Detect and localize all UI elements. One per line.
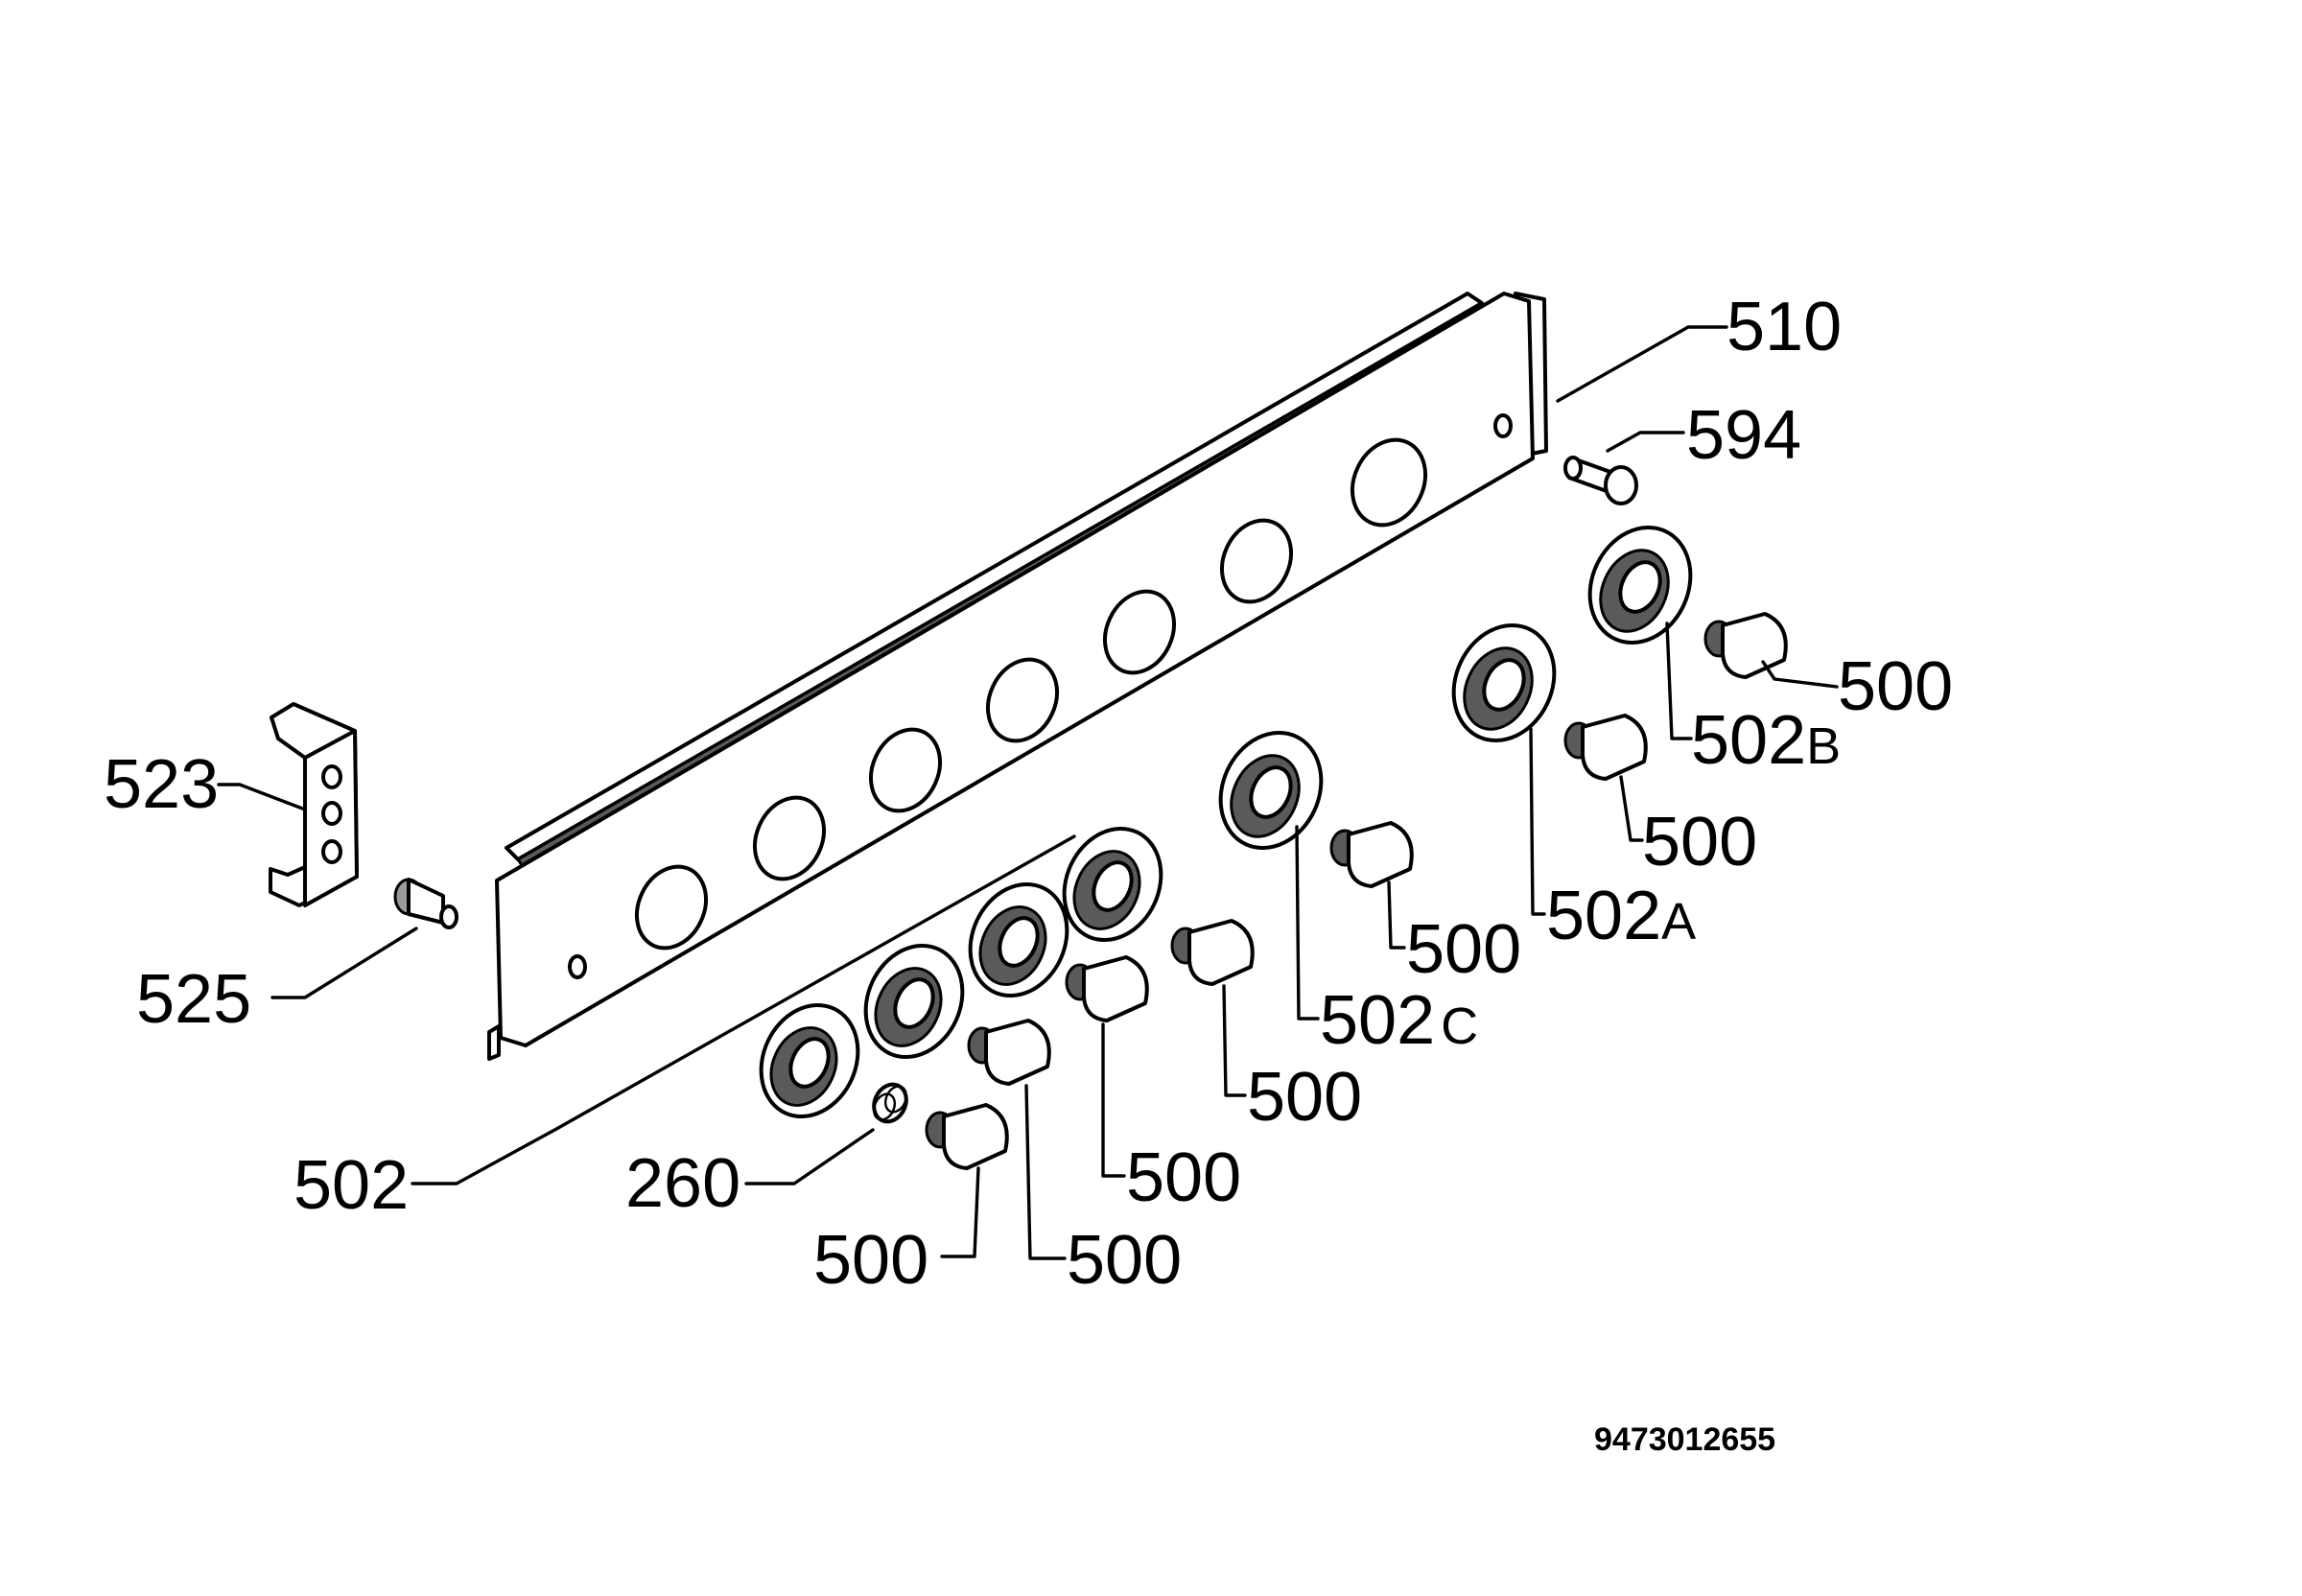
bezel-2 [863, 943, 965, 1060]
label-500-c: 500 [1406, 911, 1521, 988]
bezel-502c [1218, 730, 1324, 851]
bezels-502 [759, 525, 1693, 1119]
label-500-a: 500 [1838, 648, 1953, 725]
document-id: 9473012655 [1594, 1421, 1775, 1458]
leader-lines [217, 325, 1839, 1260]
bezel-502a [1451, 622, 1557, 743]
label-510: 510 [1726, 289, 1842, 365]
knob-g [925, 1103, 1009, 1170]
label-500-g: 500 [813, 1222, 928, 1299]
panel-screw-hole-left [568, 954, 587, 979]
bezel-3 [968, 881, 1069, 998]
knob-a [1703, 612, 1788, 679]
knob-b [1563, 714, 1648, 781]
knob-d [1170, 919, 1255, 986]
screw-594 [1563, 456, 1638, 505]
label-500-b: 500 [1642, 804, 1757, 880]
panel-knob-holes [635, 437, 1427, 951]
label-502: 502 [294, 1147, 409, 1224]
label-500-d: 500 [1247, 1059, 1362, 1136]
label-523: 523 [104, 746, 219, 823]
label-502b: 502B [1691, 702, 1841, 779]
panel-screw-hole-right [1493, 413, 1513, 438]
knob-c [1329, 821, 1414, 888]
knob-e [1065, 955, 1149, 1022]
label-525: 525 [136, 961, 251, 1038]
end-bracket-523 [269, 702, 359, 907]
knobs-500 [925, 612, 1788, 1170]
control-panel-510 [487, 292, 1548, 1061]
bezel-4 [1062, 826, 1163, 943]
label-594: 594 [1686, 397, 1801, 474]
bezel-1 [759, 1002, 860, 1119]
label-500-f: 500 [1067, 1222, 1182, 1299]
label-500-e: 500 [1126, 1139, 1241, 1216]
label-260: 260 [625, 1145, 740, 1222]
screw-525 [393, 878, 458, 929]
spring-260 [872, 1082, 908, 1124]
bezel-502b [1587, 525, 1693, 645]
knob-f [967, 1019, 1051, 1086]
label-502a: 502A [1546, 878, 1696, 954]
